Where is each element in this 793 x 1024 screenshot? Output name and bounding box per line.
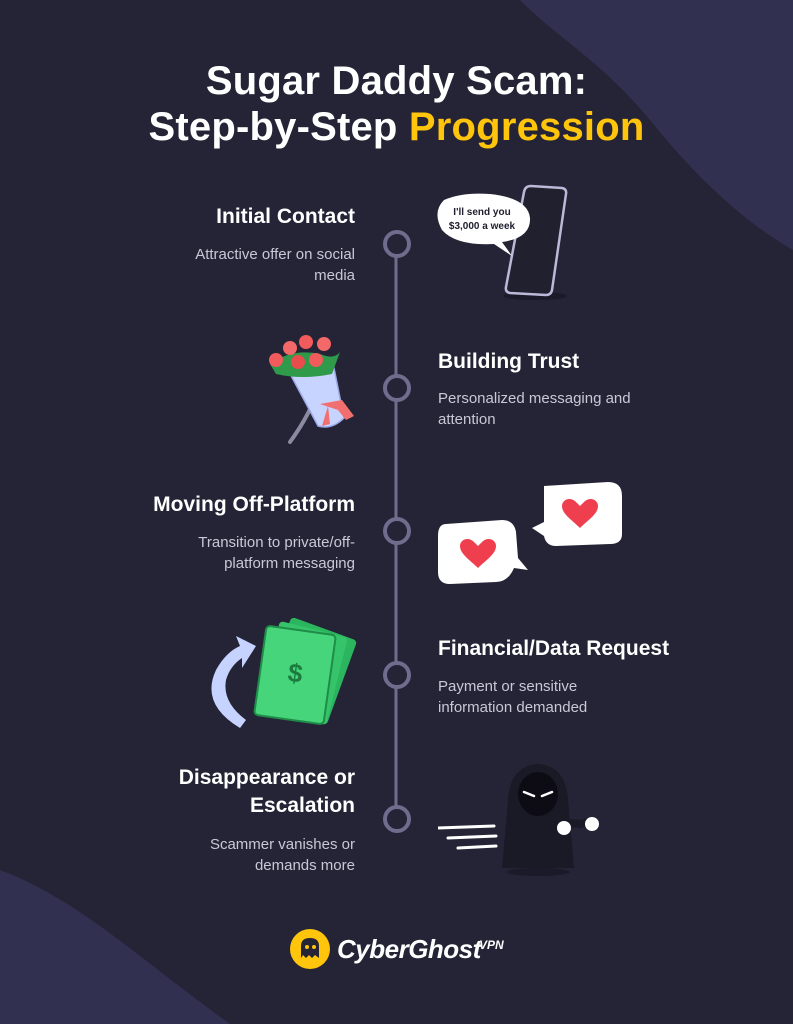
timeline-node-1 <box>383 230 411 258</box>
title-line-1: Sugar Daddy Scam: <box>205 59 588 103</box>
page-title: Sugar Daddy Scam: Step-by-Step Progressi… <box>0 58 793 150</box>
step-4-title: Financial/Data Request <box>438 637 670 660</box>
svg-text:$: $ <box>286 657 305 689</box>
timeline-node-4 <box>383 661 411 689</box>
title-line-2-prefix: Step-by-Step <box>148 105 398 149</box>
timeline-node-3 <box>383 517 411 545</box>
money-icon: $ <box>211 617 357 728</box>
logo-suffix: VPN <box>479 938 504 952</box>
step-3-title: Moving Off-Platform <box>153 493 355 516</box>
phone-bubble-line-2: $3,000 a week <box>449 221 516 232</box>
cyberghost-logo: CyberGhost VPN <box>289 928 509 972</box>
step-5-desc: Scammer vanishes or demands more <box>209 836 355 874</box>
step-2-title: Building Trust <box>438 350 580 373</box>
step-1-title: Initial Contact <box>216 205 355 228</box>
phone-bubble-line-1: I'll send you <box>453 207 510 218</box>
heart-chat-icon <box>438 482 622 584</box>
timeline-node-5 <box>383 805 411 833</box>
step-1-desc: Attractive offer on social media <box>195 246 355 284</box>
cyberghost-logo-icon <box>290 929 330 969</box>
title-line-2: Step-by-Step Progression <box>0 104 793 150</box>
flower-bouquet-icon <box>269 335 354 444</box>
step-2-desc: Personalized messaging and attention <box>438 390 631 428</box>
hooded-scammer-icon <box>438 764 599 876</box>
step-5-title: Disappearance or Escalation <box>178 766 355 817</box>
timeline-node-2 <box>383 374 411 402</box>
title-accent: Progression <box>408 105 645 149</box>
step-4-desc: Payment or sensitive information demande… <box>438 678 588 716</box>
phone-icon: I'll send you $3,000 a week <box>437 184 568 300</box>
logo-name: CyberGhost <box>337 934 481 964</box>
step-3-desc: Transition to private/off-platform messa… <box>198 534 355 572</box>
